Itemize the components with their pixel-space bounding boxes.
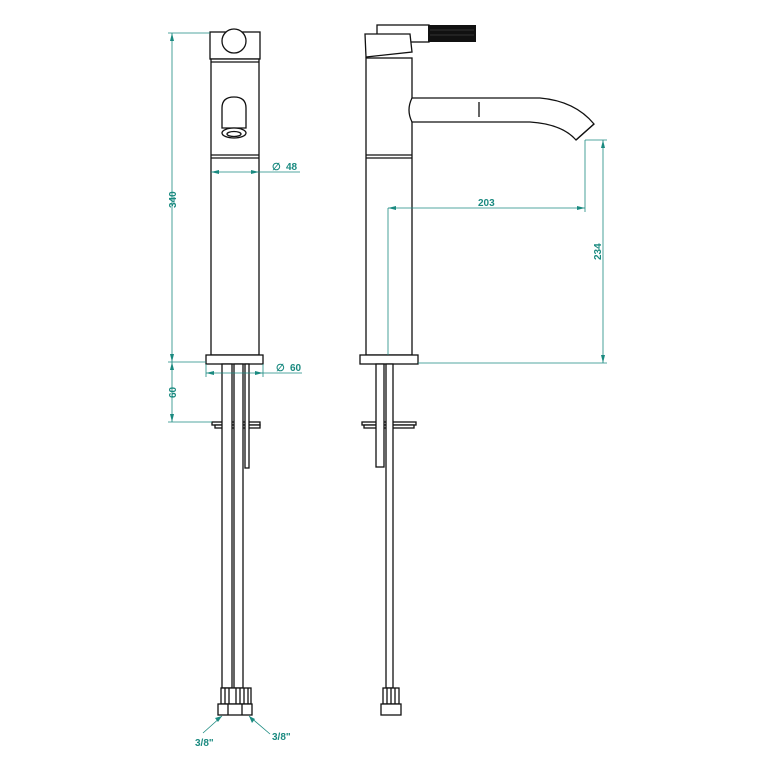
side-hose-nut [380, 703, 402, 716]
side-base-flange [359, 354, 419, 365]
front-view [205, 28, 264, 716]
side-knurled-knob [428, 25, 476, 42]
hose-nut [217, 703, 253, 716]
front-base-flange [205, 354, 264, 365]
dim-body-diameter-48: 48 [286, 162, 298, 173]
connection-label-left: 3/8" [195, 738, 214, 749]
mounting-rod [244, 363, 250, 469]
side-mounting-rod [375, 363, 385, 468]
side-dimensions: 203 234 [387, 139, 607, 364]
front-spout-outlet [221, 96, 247, 129]
side-spout [408, 97, 595, 141]
side-view [359, 24, 595, 716]
supply-hose-right [233, 363, 244, 689]
dim-spout-height-234: 234 [593, 243, 604, 260]
supply-hose-left [221, 363, 233, 689]
dim-below-deck-60: 60 [168, 386, 179, 398]
connection-label-right: 3/8" [272, 732, 291, 743]
side-lever [364, 33, 413, 58]
front-handle-knob [221, 28, 247, 54]
side-supply-hose [385, 363, 394, 689]
diameter-symbol: ∅ [272, 162, 281, 173]
diameter-symbol-2: ∅ [276, 363, 285, 374]
dim-height-340: 340 [168, 191, 179, 208]
side-body [365, 57, 413, 356]
dim-base-diameter-60: 60 [290, 363, 302, 374]
dim-spout-reach-203: 203 [478, 198, 495, 209]
front-dimensions: 340 ∅ 48 ∅ 60 60 3/8" 3/8" [168, 32, 302, 749]
